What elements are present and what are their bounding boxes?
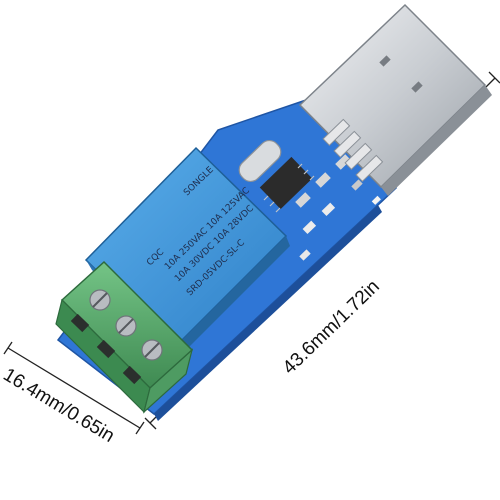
- usb-contacts: [322, 118, 384, 183]
- smd-components: [295, 154, 381, 261]
- terminal-screw: [115, 315, 137, 337]
- usb-plug: [298, 3, 492, 196]
- usb-latch-slots: [379, 55, 423, 93]
- width-dimension: [3, 341, 145, 435]
- usb-chip: [259, 156, 315, 213]
- terminal-screw: [141, 339, 163, 361]
- terminal-wire-openings: [70, 313, 142, 385]
- width-dimension-label: 16.4mm/0.65in: [0, 364, 118, 447]
- terminal-screws: [89, 289, 163, 361]
- crystal-oscillator: [238, 139, 282, 183]
- screw-terminal-block: [55, 260, 194, 414]
- terminal-screw: [89, 289, 111, 311]
